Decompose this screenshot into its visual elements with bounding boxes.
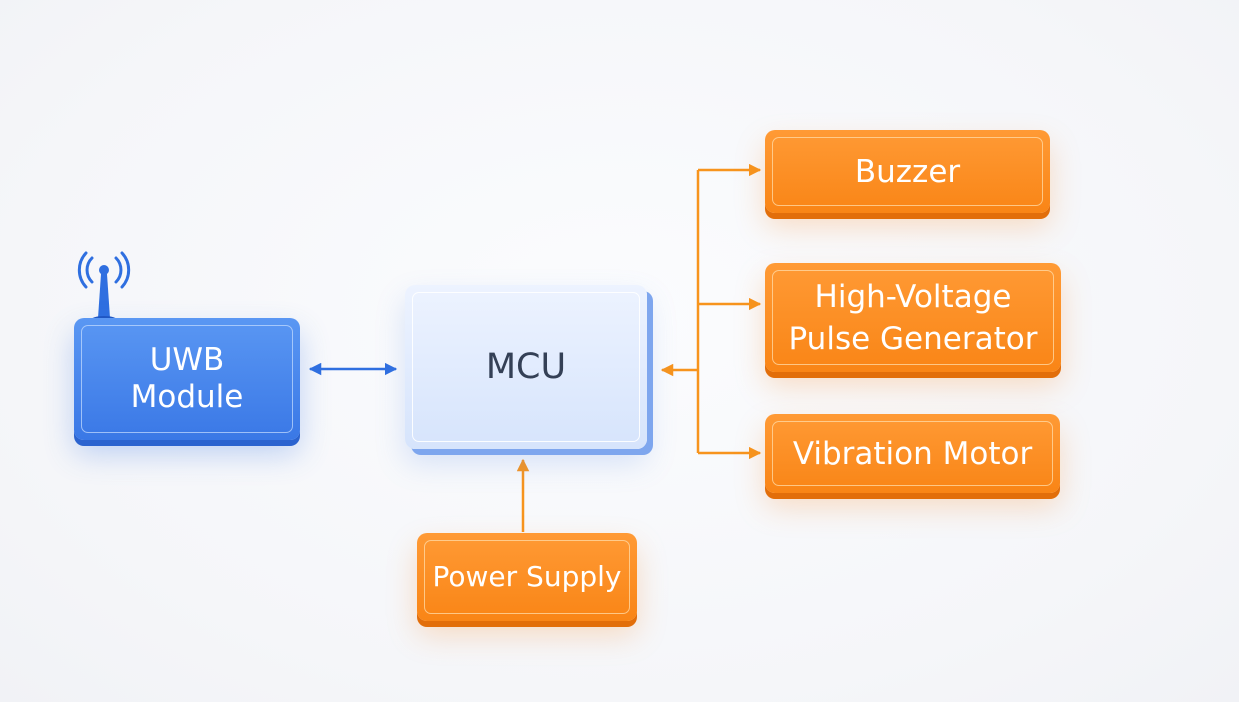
mcu-label: MCU — [485, 347, 567, 387]
vibration-motor-label: Vibration Motor — [792, 435, 1033, 472]
hv-pulse-generator-label: High-Voltage Pulse Generator — [788, 278, 1038, 357]
vibration-motor-block: Vibration Motor — [765, 414, 1060, 493]
uwb-module-block: UWB Module — [74, 318, 300, 440]
buzzer-block: Buzzer — [765, 130, 1050, 213]
mcu-block: MCU — [405, 285, 647, 449]
hv-pulse-generator-block: High-Voltage Pulse Generator — [765, 263, 1061, 372]
uwb-module-label: UWB Module — [130, 342, 244, 415]
power-supply-label: Power Supply — [432, 560, 622, 593]
power-supply-block: Power Supply — [417, 533, 637, 621]
antenna-icon — [77, 251, 131, 324]
buzzer-label: Buzzer — [854, 153, 961, 190]
